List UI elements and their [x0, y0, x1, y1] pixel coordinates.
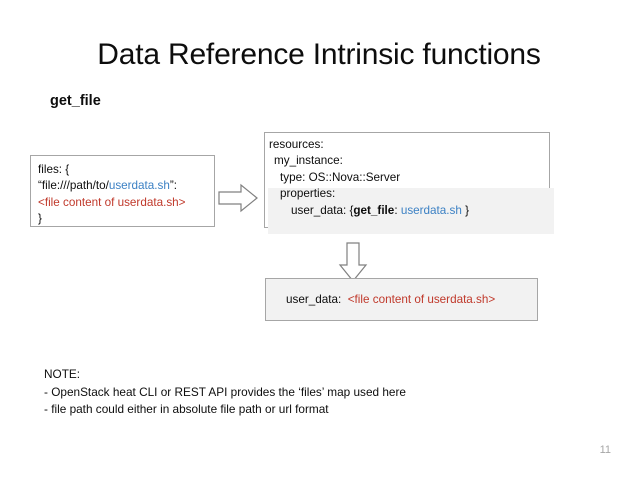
note-heading: NOTE:	[44, 367, 81, 381]
get-file-close: }	[461, 203, 470, 217]
get-file-argument: userdata.sh	[400, 203, 462, 217]
section-subtitle: get_file	[50, 93, 101, 109]
files-line-2: “file:///path/to/userdata.sh”:	[38, 178, 214, 194]
resolved-output-text: user_data: <file content of userdata.sh>	[286, 293, 495, 306]
get-file-function: get_file	[353, 203, 395, 217]
resources-line-1: resources:	[269, 138, 324, 151]
note-bullet-2: - file path could either in absolute fil…	[44, 402, 329, 416]
resources-template-text: resources: my_instance: type: OS::Nova::…	[269, 137, 549, 219]
resources-highlight-band	[268, 188, 554, 234]
resolved-key: user_data:	[286, 293, 342, 306]
resources-line-5: user_data: {get_file: userdata.sh }	[269, 203, 549, 219]
files-path-prefix: “file:///path/to/	[38, 179, 109, 193]
files-input-box: files: { “file:///path/to/userdata.sh”: …	[30, 155, 215, 227]
resources-line-4: properties:	[280, 187, 336, 201]
resources-line-2: my_instance:	[274, 154, 343, 168]
page-title: Data Reference Intrinsic functions	[97, 38, 541, 71]
resources-line-3: type: OS::Nova::Server	[280, 170, 401, 184]
files-line-4: }	[38, 212, 42, 226]
get-file-colon: :	[394, 203, 401, 217]
page-number: 11	[599, 444, 611, 456]
files-line-1: files: {	[38, 163, 70, 176]
files-path-suffix: ”:	[169, 179, 178, 193]
resolved-output-box	[265, 278, 538, 321]
files-line-3-content: <file content of userdata.sh>	[38, 195, 186, 209]
note-block: NOTE: - OpenStack heat CLI or REST API p…	[44, 366, 406, 419]
resolved-value: <file content of userdata.sh>	[347, 293, 496, 306]
note-bullet-1: - OpenStack heat CLI or REST API provide…	[44, 384, 406, 399]
user-data-key: user_data: {	[291, 203, 354, 217]
arrow-right-icon	[218, 183, 258, 213]
files-path-link: userdata.sh	[108, 179, 170, 193]
arrow-down-icon	[338, 242, 368, 282]
